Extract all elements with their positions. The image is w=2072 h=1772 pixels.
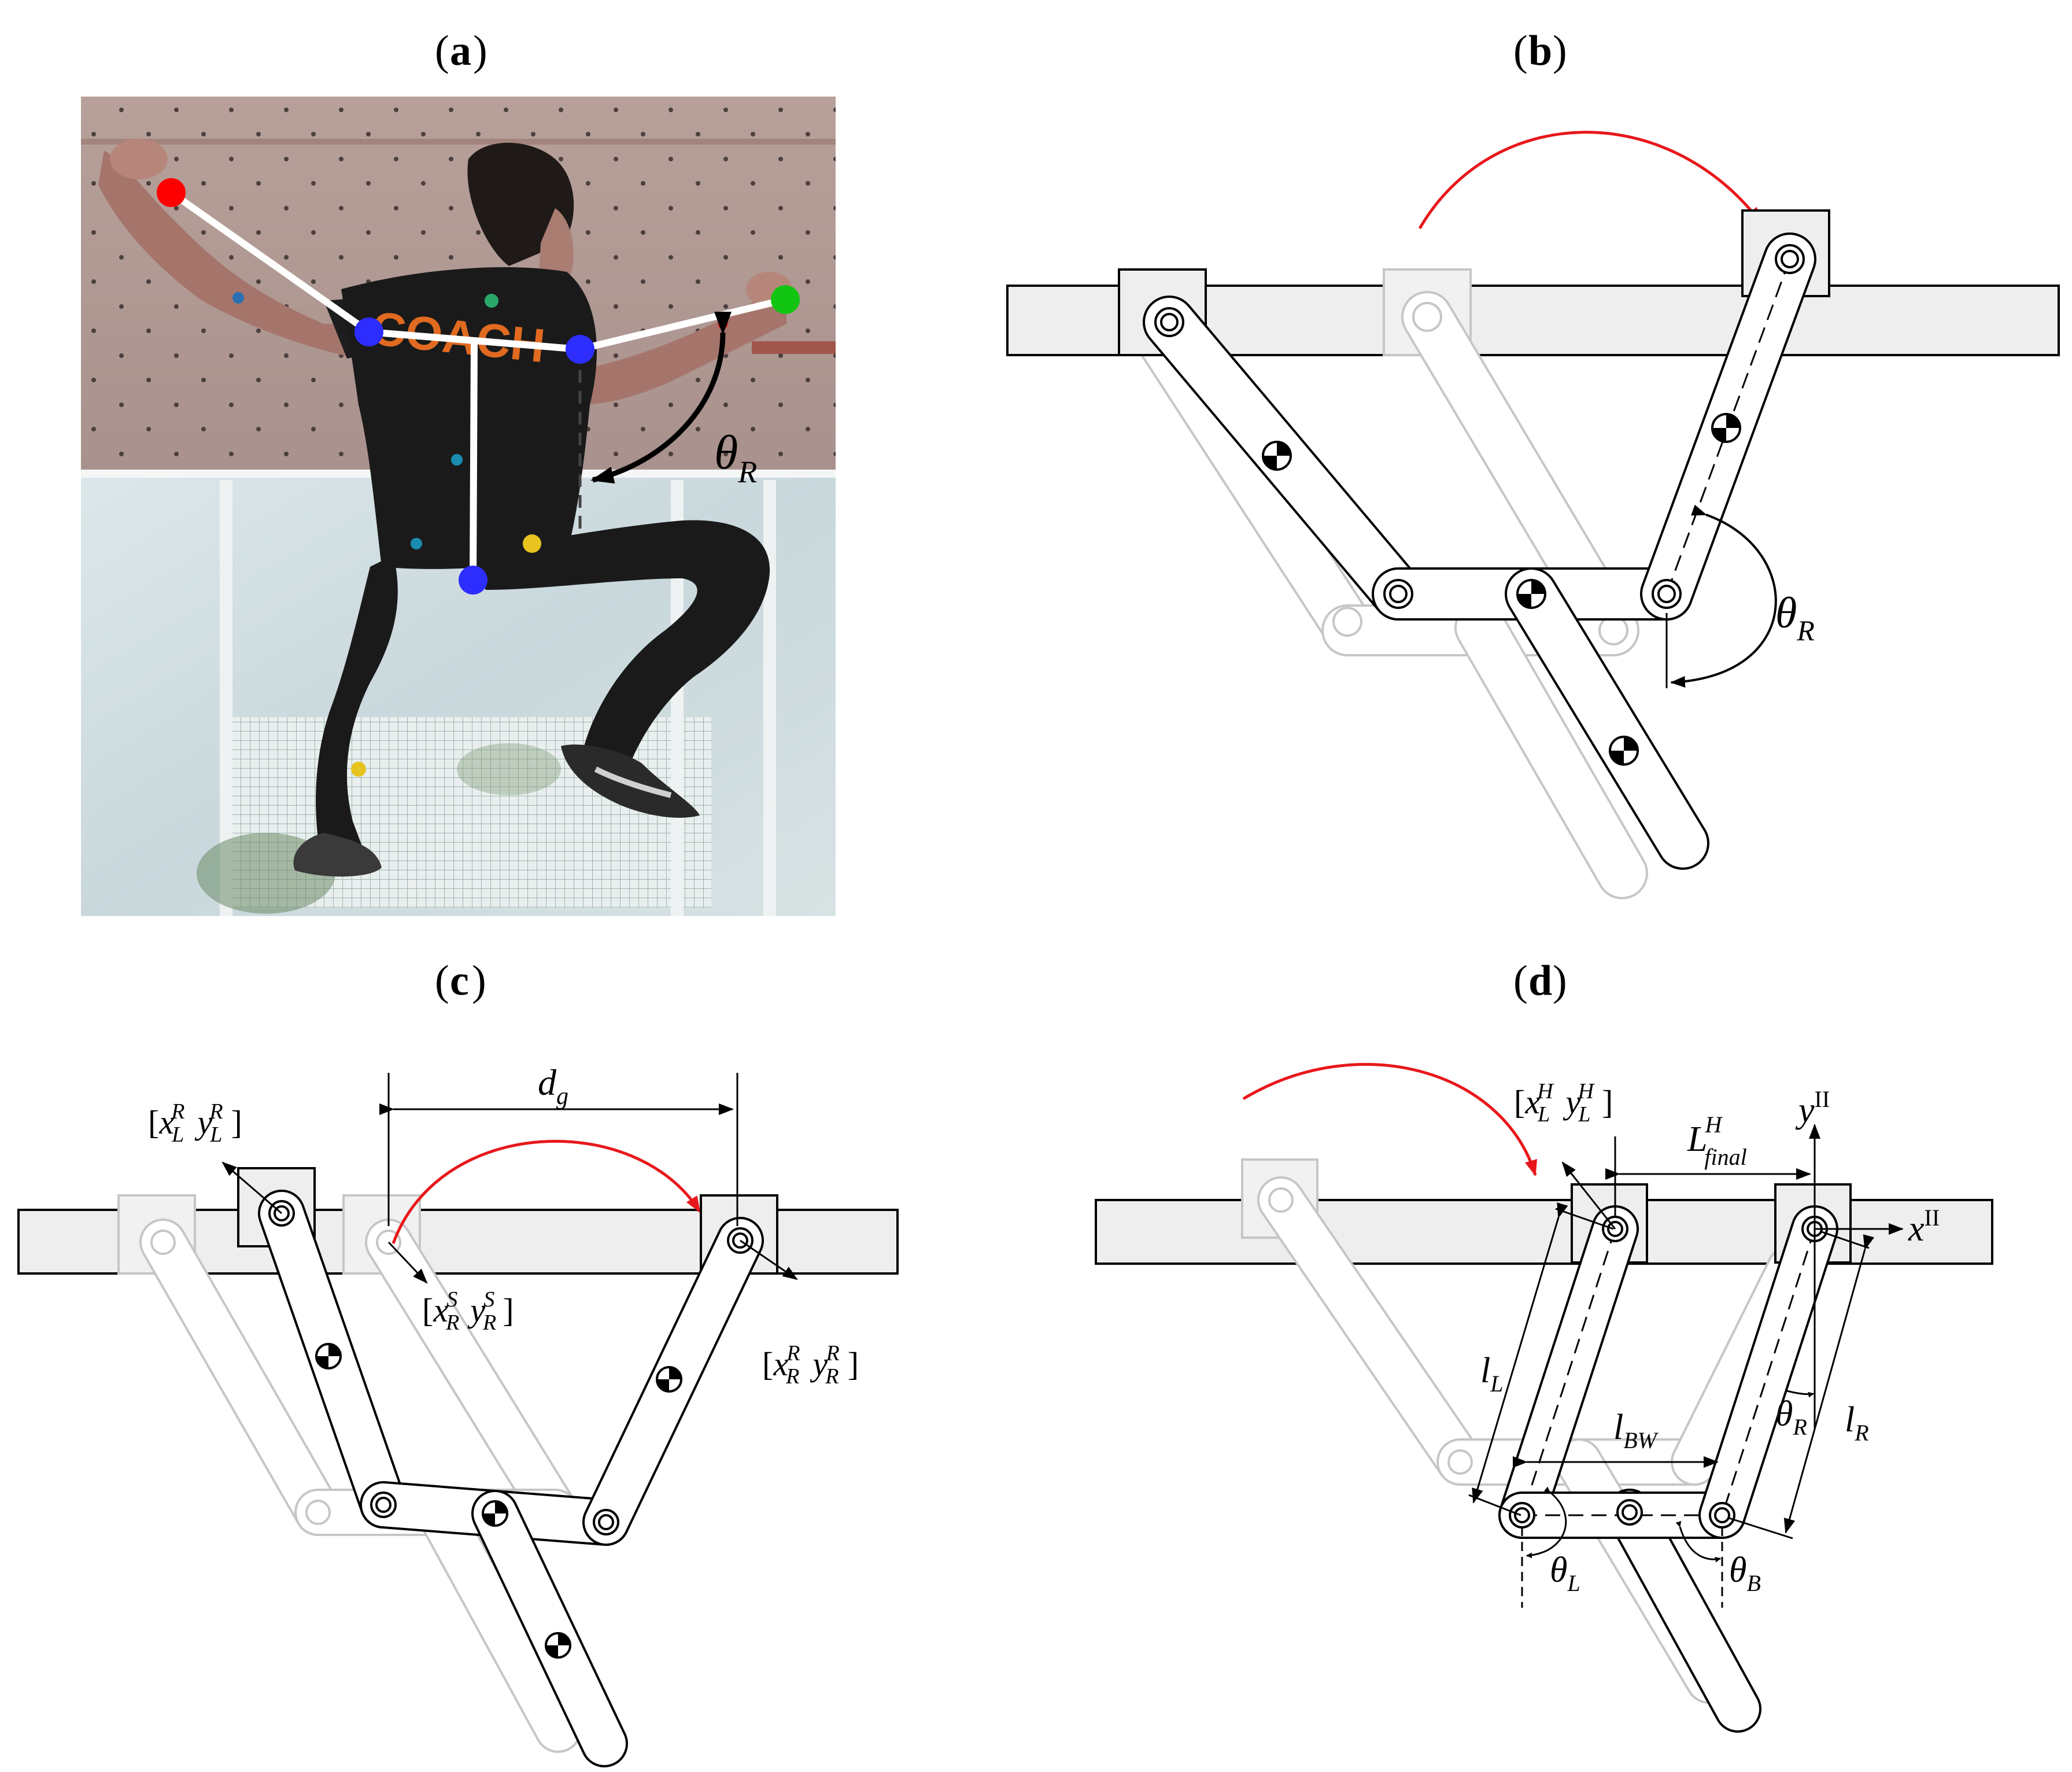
pin-joints — [1154, 244, 1805, 609]
window-post-3 — [763, 480, 776, 916]
center-of-mass-icon — [545, 1632, 571, 1659]
panel-label-a: a — [450, 27, 471, 75]
hip-joint — [459, 566, 487, 595]
theta-b-angle-arc — [1675, 1520, 1721, 1563]
panel-label-c-open: ( — [435, 957, 449, 1005]
wall-red-trim — [752, 341, 836, 354]
panel-label-a-close: ) — [473, 27, 487, 75]
dimension-line — [1472, 1202, 1568, 1504]
panel-label-b: b — [1528, 27, 1552, 75]
panel-label-b-open: ( — [1513, 27, 1528, 75]
pose-skeleton — [157, 178, 800, 595]
center-of-mass-icon — [315, 1343, 342, 1369]
direction-vector — [221, 1161, 282, 1214]
ghost-pin — [1268, 1187, 1294, 1213]
theta-b-label: θB — [1729, 1550, 1761, 1596]
ghost-link — [1457, 604, 1646, 897]
climber-face — [538, 208, 574, 289]
center-of-mass-icon — [1609, 736, 1639, 766]
theta-r-label-a: θR — [714, 426, 757, 489]
climber-left-hand — [110, 139, 168, 179]
left-shoulder-joint — [354, 318, 383, 346]
swing-arrow — [1418, 131, 1762, 230]
com-markers — [1262, 413, 1741, 766]
left-hand-joint — [157, 178, 186, 207]
center-of-mass-icon — [1516, 579, 1546, 609]
skeleton-left-arm — [169, 190, 371, 335]
direction-vector — [740, 1239, 798, 1280]
window-post-1 — [220, 480, 232, 916]
marker-dot — [411, 538, 422, 549]
ghost-pin — [1412, 302, 1442, 332]
plant — [457, 743, 561, 795]
marker-dot — [485, 294, 498, 308]
right-hand-joint — [771, 285, 800, 314]
horizontal-bar — [1095, 1199, 1993, 1265]
y-axis-label: yII — [1795, 1086, 1830, 1130]
l-r-label: lR — [1845, 1400, 1869, 1446]
theta-r-label-b: θR — [1775, 589, 1815, 647]
direction-vector — [387, 1241, 428, 1284]
skeleton-shoulder-line — [368, 328, 581, 353]
ghost-pin — [1332, 607, 1362, 637]
right-shoulder-joint — [566, 335, 594, 364]
center-of-mass-icon — [1711, 413, 1741, 443]
ghost-pin — [305, 1500, 331, 1525]
theta-r-angle-arc — [1786, 1390, 1814, 1398]
ghost-linkage — [117, 1194, 582, 1753]
panel-label-a-open: ( — [435, 27, 449, 75]
climber-left-leg — [316, 555, 398, 873]
swing-arrow — [391, 1139, 701, 1244]
panel-label-b-close: ) — [1553, 27, 1567, 75]
panel-label-d: d — [1528, 957, 1552, 1005]
panel-label-c-close: ) — [472, 957, 486, 1005]
dimension-line — [1783, 1234, 1875, 1534]
wall-top-edge — [81, 139, 836, 145]
mechanism-panel-b: θR — [1006, 131, 2060, 899]
marker-dot — [523, 534, 541, 553]
dimension-extension — [1728, 1517, 1793, 1540]
l-bw-label: lBW — [1613, 1408, 1659, 1453]
photo-panel: COACH — [81, 97, 836, 916]
theta-l-angle-arc — [1526, 1486, 1567, 1559]
ghost-pin — [1598, 615, 1628, 645]
center-of-mass-icon — [656, 1366, 682, 1393]
dg-label: dg — [538, 1062, 568, 1110]
panel-label-c: c — [450, 957, 469, 1005]
marker-dot — [351, 762, 366, 777]
theta-r-angle-arc — [1670, 504, 1777, 688]
direction-vector — [1561, 1161, 1616, 1230]
x-axis-label: xII — [1908, 1205, 1940, 1249]
theta-r-angle-arrow — [590, 311, 732, 484]
marker-dot — [718, 319, 728, 329]
panel-label-d-open: ( — [1513, 957, 1528, 1005]
climber-right-leg — [463, 520, 770, 763]
marker-dot — [451, 454, 463, 466]
theta-r-label-d: θR — [1775, 1394, 1807, 1440]
marker-dot — [232, 292, 244, 304]
swing-arrow — [1242, 1062, 1537, 1176]
com-markers — [315, 1343, 682, 1659]
leg-link — [1507, 570, 1707, 867]
center-of-mass-icon — [1262, 441, 1292, 471]
skeleton-spine — [470, 340, 478, 581]
climber-shoe-swoosh — [594, 766, 672, 798]
panel-label-d-close: ) — [1553, 957, 1567, 1005]
l-l-label: lL — [1480, 1351, 1503, 1397]
ghost-pin — [1447, 1449, 1473, 1475]
theta-l-label: θL — [1550, 1550, 1580, 1596]
climber-left-shoe — [293, 833, 382, 877]
ghost-pin — [150, 1230, 176, 1255]
center-of-mass-icon — [482, 1500, 508, 1527]
